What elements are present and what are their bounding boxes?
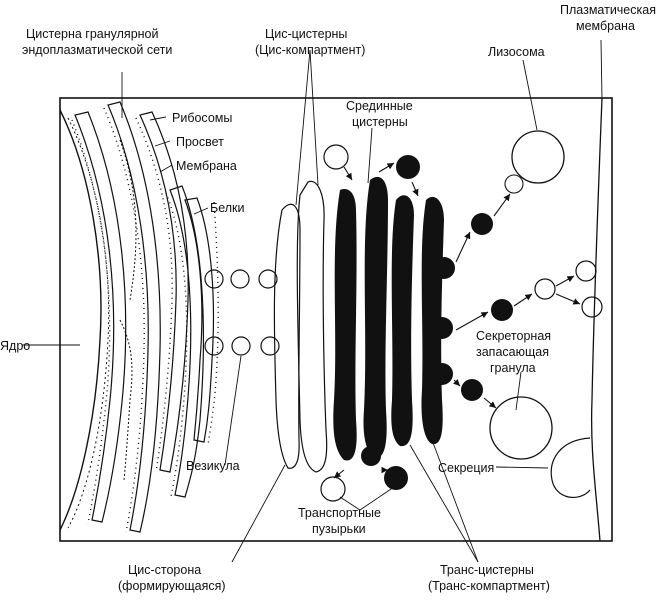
label-plasma-membrane-2: мембрана [576, 19, 635, 33]
label-proteins: Белки [210, 201, 245, 215]
label-secretory-granule-3: гранула [490, 361, 536, 375]
label-rer-cistern-2: эндоплазматической сети [22, 43, 172, 57]
plasma-membrane [550, 97, 603, 542]
label-transport-vesicles-2: пузырьки [312, 522, 366, 536]
label-vesicle: Везикула [186, 459, 240, 473]
label-lumen: Просвет [176, 135, 224, 149]
label-transport-vesicles-1: Транспортные [298, 506, 381, 520]
transport-vesicle [320, 476, 346, 502]
label-lysosome: Лизосома [488, 45, 545, 59]
label-nucleus: Ядро [0, 339, 30, 353]
label-plasma-membrane-1: Плазматическая [560, 3, 656, 17]
cis-cisternae [273, 144, 349, 473]
flow-arrows [333, 162, 581, 479]
label-rer-cistern-1: Цистерна гранулярной [26, 27, 159, 41]
lysosome [504, 130, 565, 194]
cell-frame [59, 97, 613, 542]
label-membrane: Мембрана [176, 159, 237, 173]
label-cis-cisterns-2: (Цис-компартмент) [255, 43, 365, 57]
label-secretory-granule-2: запасающая [476, 345, 549, 359]
nucleus-envelope [59, 109, 102, 531]
label-cis-side-1: Цис-сторона [128, 563, 201, 577]
cis-vesicles [204, 269, 280, 356]
label-trans-cisterns-2: (Транс-компартмент) [428, 579, 550, 593]
medial-trans-cisternae [333, 155, 455, 490]
label-secretion: Секреция [438, 461, 494, 475]
label-trans-cisterns-1: Транс-цистерны [440, 563, 534, 577]
label-medial-2: цистерны [352, 115, 408, 129]
trans-vesicles [461, 213, 603, 401]
label-medial-1: Срединные [346, 99, 413, 113]
label-cis-side-2: (формирующаяся) [118, 579, 226, 593]
label-cis-cisterns-1: Цис-цистерны [265, 27, 347, 41]
secretory-granule [489, 396, 553, 460]
label-ribosomes: Рибосомы [172, 111, 232, 125]
label-secretory-granule-1: Секреторная [476, 329, 551, 343]
rough-er [71, 101, 219, 533]
